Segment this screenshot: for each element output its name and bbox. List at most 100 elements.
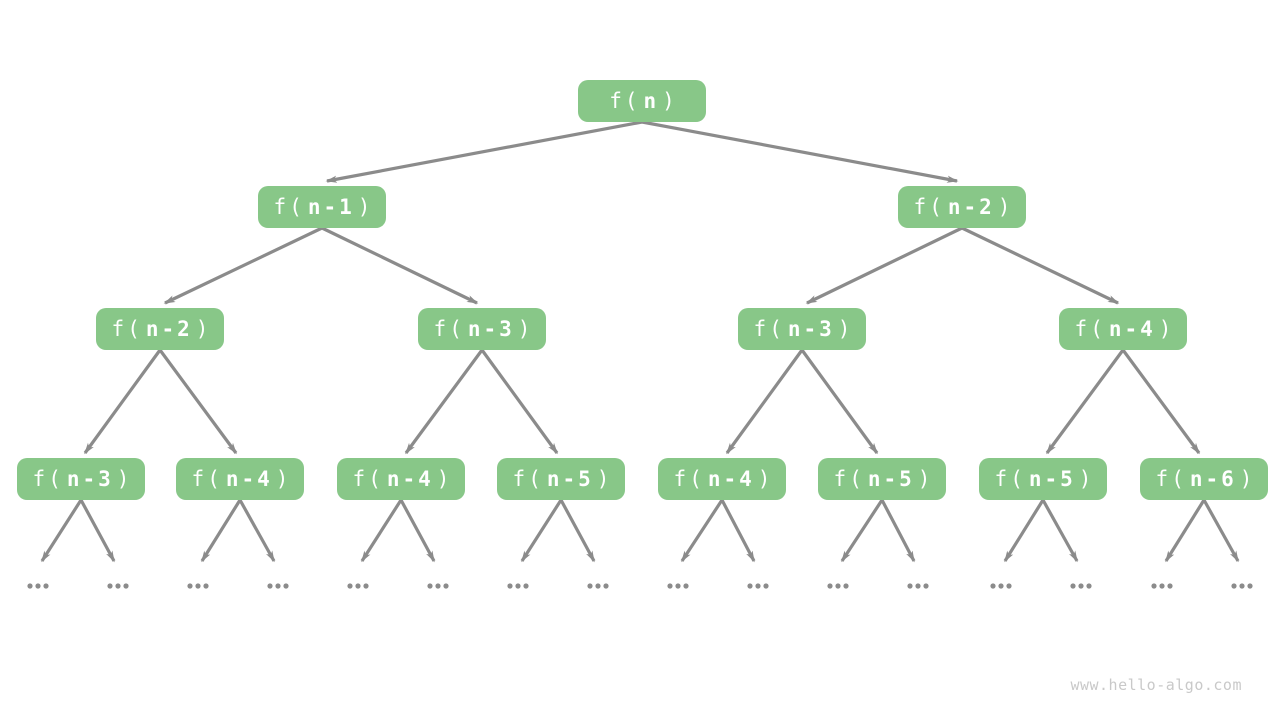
dot bbox=[1231, 583, 1237, 589]
node-label-argument: n-4 bbox=[386, 466, 434, 491]
dot bbox=[203, 583, 209, 589]
dot bbox=[27, 583, 33, 589]
node-label-prefix: f( bbox=[609, 88, 641, 113]
dot bbox=[835, 583, 841, 589]
ellipsis-dots bbox=[587, 583, 609, 589]
edge-arrow bbox=[725, 349, 804, 455]
tree-node-l4-2: f(n-4) bbox=[176, 458, 304, 500]
dot bbox=[1167, 583, 1173, 589]
edge-arrow bbox=[360, 499, 403, 563]
edge-arrow bbox=[1121, 349, 1201, 455]
dot bbox=[187, 583, 193, 589]
edge-arrows-group bbox=[40, 120, 1240, 563]
tree-node-root: f(n) bbox=[578, 80, 706, 122]
node-label-suffix: ) bbox=[596, 466, 613, 491]
dot bbox=[1006, 583, 1012, 589]
node-label-prefix: f( bbox=[433, 316, 465, 341]
tree-node-l2-1: f(n-1) bbox=[258, 186, 386, 228]
tree-node-l4-3: f(n-4) bbox=[337, 458, 465, 500]
dot bbox=[763, 583, 769, 589]
ellipsis-dots bbox=[667, 583, 689, 589]
edge-arrow bbox=[238, 499, 276, 563]
edge-arrow bbox=[720, 499, 756, 563]
node-label-prefix: f( bbox=[994, 466, 1026, 491]
node-label-prefix: f( bbox=[111, 316, 143, 341]
edge-arrow bbox=[404, 349, 484, 455]
edge-arrow bbox=[559, 499, 596, 563]
ellipsis-dots bbox=[907, 583, 929, 589]
tree-node-l3-1: f(n-2) bbox=[96, 308, 224, 350]
dot bbox=[998, 583, 1004, 589]
node-label-prefix: f( bbox=[833, 466, 865, 491]
ellipsis-dots bbox=[27, 583, 49, 589]
edge-arrow bbox=[1041, 499, 1079, 563]
node-label-argument: n-3 bbox=[787, 316, 835, 341]
edge-arrow bbox=[158, 349, 238, 455]
node-label-argument: n-5 bbox=[867, 466, 915, 491]
edge-arrow bbox=[1164, 499, 1206, 563]
dot bbox=[435, 583, 441, 589]
node-label-suffix: ) bbox=[116, 466, 133, 491]
dot bbox=[1247, 583, 1253, 589]
dot bbox=[515, 583, 521, 589]
node-label-suffix: ) bbox=[997, 194, 1014, 219]
dot bbox=[843, 583, 849, 589]
edge-arrow bbox=[800, 349, 879, 455]
edge-arrow bbox=[325, 120, 643, 183]
node-label-prefix: f( bbox=[191, 466, 223, 491]
node-label-argument: n-2 bbox=[947, 194, 995, 219]
dot bbox=[827, 583, 833, 589]
node-label-argument: n-3 bbox=[66, 466, 114, 491]
tree-node-l3-2: f(n-3) bbox=[418, 308, 546, 350]
node-label-suffix: ) bbox=[1158, 316, 1175, 341]
dot bbox=[507, 583, 513, 589]
dot bbox=[747, 583, 753, 589]
ellipsis-dots bbox=[1151, 583, 1173, 589]
dot bbox=[1239, 583, 1245, 589]
edge-arrow bbox=[40, 499, 83, 563]
dot bbox=[347, 583, 353, 589]
node-label-suffix: ) bbox=[1078, 466, 1095, 491]
edge-arrow bbox=[520, 499, 563, 563]
ellipsis-dots bbox=[427, 583, 449, 589]
dot bbox=[107, 583, 113, 589]
dot bbox=[675, 583, 681, 589]
dot bbox=[523, 583, 529, 589]
edge-arrow bbox=[641, 120, 959, 183]
dot bbox=[195, 583, 201, 589]
dot bbox=[915, 583, 921, 589]
node-label-suffix: ) bbox=[357, 194, 374, 219]
edge-arrow bbox=[480, 349, 559, 455]
node-label-prefix: f( bbox=[273, 194, 305, 219]
ellipsis-dots bbox=[267, 583, 289, 589]
ellipsis-dots bbox=[187, 583, 209, 589]
dot bbox=[1086, 583, 1092, 589]
node-label-suffix: ) bbox=[1239, 466, 1256, 491]
node-label-prefix: f( bbox=[753, 316, 785, 341]
ellipsis-dots bbox=[107, 583, 129, 589]
node-label-argument: n-1 bbox=[307, 194, 355, 219]
tree-node-l4-7: f(n-5) bbox=[979, 458, 1107, 500]
node-label-suffix: ) bbox=[757, 466, 774, 491]
edge-arrow bbox=[163, 226, 323, 305]
dot bbox=[35, 583, 41, 589]
dot bbox=[275, 583, 281, 589]
ellipsis-dots bbox=[990, 583, 1012, 589]
edge-arrow bbox=[961, 226, 1120, 305]
node-label-prefix: f( bbox=[1074, 316, 1106, 341]
edge-arrow bbox=[880, 499, 916, 563]
dot bbox=[283, 583, 289, 589]
edge-arrow bbox=[1202, 499, 1240, 563]
tree-node-l4-6: f(n-5) bbox=[818, 458, 946, 500]
dot bbox=[990, 583, 996, 589]
dot bbox=[603, 583, 609, 589]
node-label-suffix: ) bbox=[662, 88, 678, 113]
edge-arrow bbox=[1003, 499, 1045, 563]
tree-node-l4-4: f(n-5) bbox=[497, 458, 625, 500]
edge-arrow bbox=[83, 349, 162, 455]
tree-node-l4-1: f(n-3) bbox=[17, 458, 145, 500]
tree-node-l4-5: f(n-4) bbox=[658, 458, 786, 500]
node-label-prefix: f( bbox=[512, 466, 544, 491]
edge-arrow bbox=[805, 226, 963, 305]
node-label-suffix: ) bbox=[275, 466, 292, 491]
